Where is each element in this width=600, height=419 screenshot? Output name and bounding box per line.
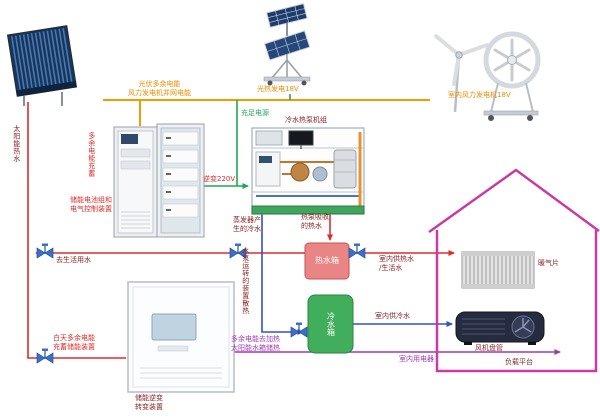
inverter-cabinet (127, 281, 235, 393)
cold-water-tank (307, 294, 354, 354)
hot-water-tank (304, 242, 350, 280)
pipes-and-wires (27, 94, 561, 359)
valve-icon (348, 242, 366, 259)
wind-turbine (434, 34, 489, 113)
battery-control-cabinet (113, 123, 205, 238)
radiator (461, 251, 535, 289)
solar-thermal-collector (6, 25, 78, 106)
valve-icon (36, 242, 54, 259)
pv-power-station (263, 3, 311, 86)
valve-icon (229, 242, 247, 259)
valve-icon (290, 321, 308, 338)
bottom-hot-line (27, 253, 126, 359)
heat-pump-unit (251, 127, 365, 215)
house-outline (428, 168, 600, 373)
fan-coil-unit (455, 311, 545, 345)
ducted-fan-generator (483, 31, 541, 121)
valve-icon (36, 347, 54, 364)
chilled-water-line (261, 214, 304, 335)
